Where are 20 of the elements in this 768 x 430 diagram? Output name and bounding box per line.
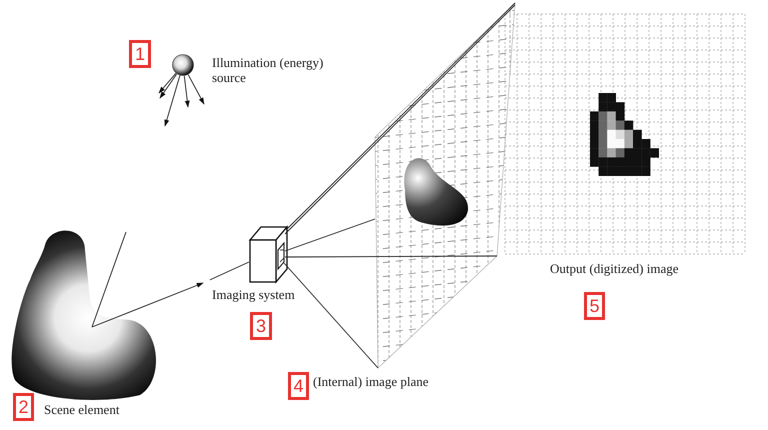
callout-number: 5 — [584, 292, 605, 320]
caption-label: (Internal) image plane — [313, 374, 430, 389]
caption-label: Output (digitized) image — [550, 261, 680, 276]
arrow — [160, 74, 178, 99]
arrow — [92, 262, 250, 328]
arrow — [158, 72, 176, 94]
projection-line — [284, 256, 498, 258]
projection-line — [92, 232, 126, 328]
projection-line — [284, 218, 376, 252]
arrow — [164, 75, 180, 127]
projection-line — [284, 262, 378, 368]
callout-number: 2 — [13, 393, 34, 421]
callout-number: 3 — [250, 312, 272, 340]
caption-label: Imaging system — [212, 287, 296, 302]
callout-number: 4 — [288, 372, 309, 400]
caption-label: Scene element — [44, 402, 120, 417]
arrow — [188, 74, 204, 105]
arrow — [184, 75, 190, 108]
caption-label: Illumination (energy) source — [212, 55, 324, 85]
callout-number: 1 — [129, 40, 151, 68]
